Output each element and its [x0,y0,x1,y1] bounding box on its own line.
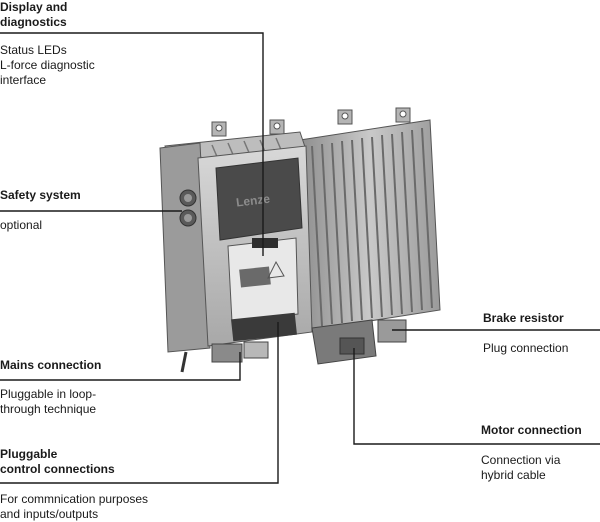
motor-heading: Motor connection [481,423,582,437]
display-description: Status LEDs L-force diagnostic interface [0,43,95,87]
display-heading: Display and diagnostics [0,0,68,29]
brake-description: Plug connection [483,341,569,355]
leader-motor [353,348,600,445]
mains-description: Pluggable in loop- through technique [0,387,97,416]
control-heading: Pluggable control connections [0,447,115,476]
heat-sink [299,119,441,331]
main-housing: Lenze [159,142,313,353]
safety-heading: Safety system [0,188,81,202]
leader-lines [0,32,600,484]
control-description: For commnication purposes and inputs/out… [0,492,149,521]
safety-connectors [179,189,197,227]
leader-display [0,32,264,256]
mains-heading: Mains connection [0,358,102,372]
bottom-plugs [180,319,407,373]
brand-logo: Lenze [235,192,271,210]
brake-heading: Brake resistor [483,311,564,325]
leader-control [0,322,279,484]
motor-description: Connection via hybrid cable [481,453,561,482]
mounting-tabs [211,107,411,137]
leader-mains [0,352,241,381]
safety-description: optional [0,218,43,232]
